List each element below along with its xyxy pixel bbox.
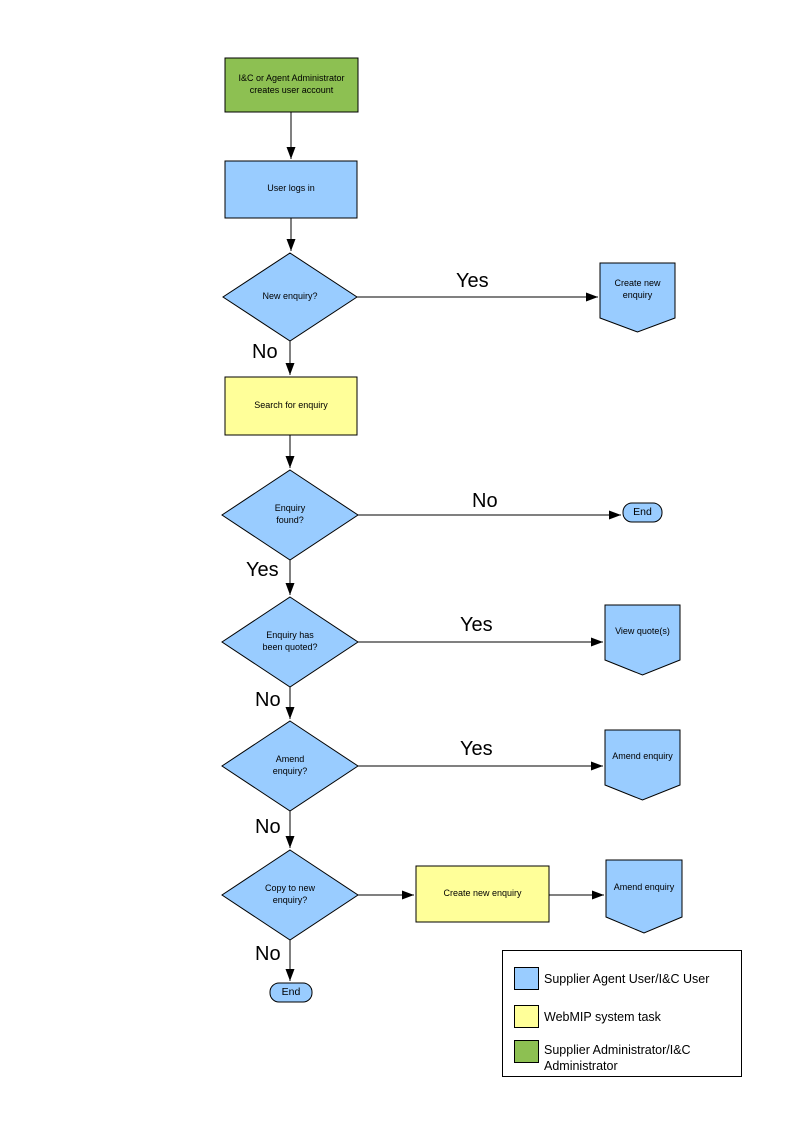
- edge-label-copy-no: No: [255, 943, 281, 965]
- process-create-account: [224, 57, 359, 113]
- edge-label-quoted-no: No: [255, 689, 281, 711]
- decision-enquiry-found: [221, 469, 359, 561]
- edge-label-quoted-yes: Yes: [460, 614, 493, 636]
- edge-label-new-enquiry-yes: Yes: [456, 270, 489, 292]
- edge-label-amend-no: No: [255, 816, 281, 838]
- legend-swatch-system-rect: [514, 1005, 539, 1028]
- edge-label-amend-yes: Yes: [460, 738, 493, 760]
- legend-label-user: Supplier Agent User/I&C User: [544, 972, 710, 986]
- edge-label-enquiry-found-yes: Yes: [246, 559, 279, 581]
- legend-swatch-user-rect: [514, 967, 539, 990]
- edge-label-new-enquiry-no: No: [252, 341, 278, 363]
- edge-label-enquiry-found-no: No: [472, 490, 498, 512]
- decision-enquiry-quoted: [221, 596, 359, 688]
- process-search-for-enquiry: [224, 376, 358, 436]
- legend-label-system: WebMIP system task: [544, 1010, 661, 1024]
- connector-lines: [285, 112, 621, 981]
- decision-copy-to-new: [221, 849, 359, 941]
- decision-new-enquiry: [222, 252, 358, 342]
- legend-swatch-admin: [514, 1040, 539, 1063]
- offpage-create-new-enquiry: [599, 262, 676, 333]
- offpage-view-quotes: [604, 604, 681, 676]
- process-user-logs-in: [224, 160, 358, 219]
- process-create-new-enquiry-task: [415, 865, 550, 923]
- legend-swatch-system: [514, 1005, 539, 1028]
- legend-swatch-admin-rect: [514, 1040, 539, 1063]
- legend-box: Supplier Agent User/I&C User WebMIP syst…: [502, 950, 742, 1077]
- offpage-amend-enquiry-2: [605, 859, 683, 934]
- legend-swatch-user: [514, 967, 539, 990]
- terminator-end-top: [622, 502, 663, 523]
- legend-label-admin: Supplier Administrator/I&C Administrator: [544, 1043, 691, 1074]
- terminator-end-bottom: [269, 982, 313, 1003]
- offpage-amend-enquiry: [604, 729, 681, 801]
- decision-amend-enquiry: [221, 720, 359, 812]
